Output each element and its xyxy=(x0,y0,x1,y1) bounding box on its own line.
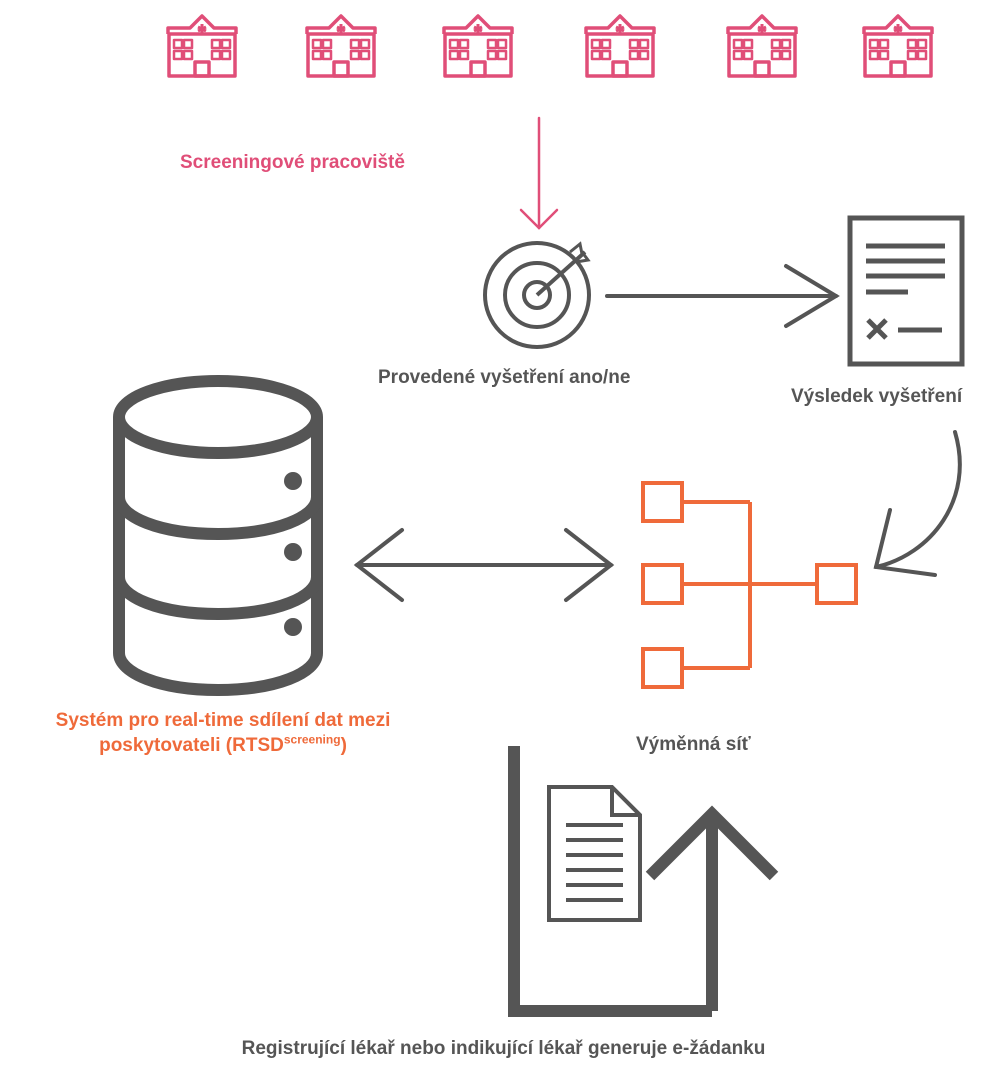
hospital-icon xyxy=(166,14,238,78)
database-icon xyxy=(113,375,323,697)
exchange-network-label: Výměnná síť xyxy=(636,734,751,755)
arrow-down-icon xyxy=(519,116,559,230)
hospital-icon xyxy=(305,14,377,78)
upload-document-icon xyxy=(508,746,779,1017)
rtsd-system-label: Systém pro real-time sdílení dat mezi po… xyxy=(0,708,446,758)
exam-performed-label: Provedené vyšetření ano/ne xyxy=(378,367,631,388)
double-arrow-icon xyxy=(353,528,615,602)
arrow-curve-icon xyxy=(873,430,962,577)
exam-result-label: Výsledek vyšetření xyxy=(791,386,963,407)
rtsd-line-2: poskytovateli (RTSD xyxy=(99,735,284,756)
rtsd-line-1: Systém pro real-time sdílení dat mezi xyxy=(55,710,391,731)
hospital-icon xyxy=(862,14,934,78)
referral-label: Registrující lékař nebo indikující lékař… xyxy=(241,1038,766,1059)
rtsd-superscript: screening xyxy=(283,732,341,747)
target-icon xyxy=(483,241,591,349)
database-indicator-dots xyxy=(284,472,302,636)
hospital-icon xyxy=(726,14,798,78)
rtsd-line-2-end: ) xyxy=(340,735,347,756)
screening-site-label: Screeningové pracoviště xyxy=(180,152,405,173)
hospital-icon xyxy=(442,14,514,78)
network-hierarchy-icon xyxy=(641,481,858,689)
arrow-right-icon xyxy=(605,264,840,328)
document-result-icon xyxy=(847,215,965,367)
hospital-icon xyxy=(584,14,656,78)
